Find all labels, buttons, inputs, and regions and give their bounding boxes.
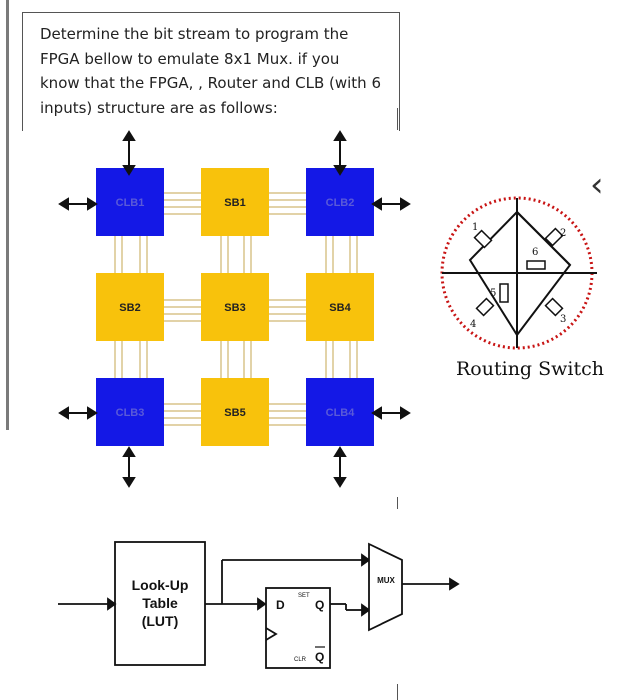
question-line-2: FPGA bellow to emulate 8x1 Mux. if you [40, 49, 340, 68]
switch-block [201, 378, 269, 446]
left-scroll-indicator [6, 0, 9, 430]
routing-channels [114, 192, 358, 426]
lut-label-line: Look-Up [132, 577, 189, 593]
mux-label: MUX [377, 576, 395, 585]
mux-shape [368, 542, 403, 632]
chevron-left-icon[interactable]: ‹ [590, 165, 604, 205]
switch-number: 2 [560, 228, 566, 239]
block-label: CLB4 [326, 407, 356, 419]
switch-number: 5 [490, 288, 496, 299]
clb-block [96, 378, 164, 446]
switch-block [201, 168, 269, 236]
card-border-tail [397, 108, 398, 130]
lut-label-line: (LUT) [142, 613, 179, 629]
ff-clr-label: CLR [294, 657, 307, 663]
question-card [22, 12, 400, 131]
clb-block [306, 378, 374, 446]
clb-block [96, 168, 164, 236]
lut-label-line: Table [142, 595, 178, 611]
io-arrows [58, 130, 411, 488]
switch-number: 4 [470, 319, 476, 330]
question-line-3: know that the FPGA, , Router and CLB (wi… [40, 74, 381, 92]
clb-block [306, 168, 374, 236]
block-label: SB4 [329, 302, 351, 314]
ff-q-label: Q [315, 598, 324, 612]
switch-number: 1 [472, 222, 478, 233]
block-label: SB1 [224, 197, 245, 209]
switch-block [306, 273, 374, 341]
block-label: CLB3 [116, 407, 145, 419]
ff-qbar-label: Q [315, 650, 324, 664]
block-label: CLB2 [326, 197, 355, 209]
block-label: SB5 [224, 407, 245, 419]
clb-diagram [58, 541, 460, 669]
question-line-1: Determine the bit stream to program the [40, 25, 349, 43]
switch-block [201, 273, 269, 341]
ff-d-label: D [276, 598, 285, 612]
switch-block [96, 273, 164, 341]
question-text: Determine the bit stream to program the … [40, 22, 390, 120]
switch-number: 6 [532, 247, 538, 258]
divider-tick [397, 684, 398, 700]
ff-set-label: SET [298, 593, 310, 599]
routing-switch-diagram [440, 196, 597, 350]
block-label: CLB1 [116, 197, 145, 209]
question-line-4: inputs) structure are as follows: [40, 98, 278, 117]
block-label: SB3 [224, 302, 245, 314]
switch-number: 3 [560, 314, 566, 325]
block-label: SB2 [119, 302, 140, 314]
divider-tick [397, 497, 398, 509]
routing-switch-label: Routing Switch [456, 358, 605, 380]
